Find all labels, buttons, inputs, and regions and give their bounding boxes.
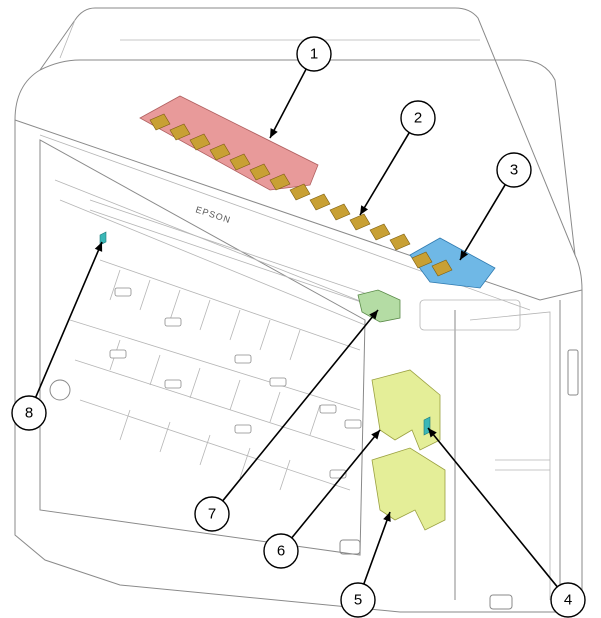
- callout-number: 6: [277, 543, 285, 560]
- arrow-head: [371, 430, 380, 440]
- arrow-head: [369, 310, 378, 320]
- callout-circle: [400, 100, 436, 136]
- callout-8: 8: [11, 241, 103, 431]
- printer-body: EPSON: [14, 7, 583, 613]
- leader-line: [427, 427, 558, 588]
- callout-number: 4: [564, 592, 572, 609]
- leader-line: [459, 184, 506, 261]
- callout-4: 4: [427, 427, 586, 618]
- callout-circle: [263, 533, 299, 569]
- callout-2: 2: [359, 100, 436, 216]
- callout-7: 7: [194, 309, 379, 532]
- callout-number: 5: [354, 592, 362, 609]
- callouts: 1 2 3 4 5 6 7 8: [11, 36, 586, 618]
- leader-line: [359, 132, 410, 216]
- lower-yellow-guide: [371, 447, 446, 531]
- leader-line: [269, 68, 307, 139]
- leader-line: [291, 429, 381, 539]
- callout-circle: [194, 496, 230, 532]
- callout-circle: [550, 582, 586, 618]
- callout-3: 3: [459, 152, 532, 261]
- callout-1: 1: [269, 36, 332, 139]
- callout-number: 1: [310, 46, 318, 63]
- callout-number: 7: [208, 506, 216, 523]
- callout-number: 3: [510, 162, 518, 179]
- blue-roller-assembly: [409, 237, 496, 289]
- callout-number: 2: [414, 110, 422, 127]
- leader-line: [34, 241, 103, 398]
- callout-5: 5: [340, 511, 391, 618]
- green-bracket: [357, 289, 401, 323]
- leader-line: [363, 511, 391, 585]
- callout-circle: [496, 152, 532, 188]
- arrow-head: [460, 250, 469, 260]
- top-roller-row: [289, 183, 411, 251]
- arrow-head: [383, 512, 391, 522]
- callout-circle: [296, 36, 332, 72]
- callout-circle: [11, 395, 47, 431]
- upper-yellow-guide: [371, 369, 441, 451]
- leader-line: [222, 309, 379, 502]
- arrow-head: [94, 242, 103, 252]
- callout-number: 8: [25, 405, 33, 422]
- arrow-head: [360, 205, 369, 215]
- arrow-head: [428, 428, 437, 438]
- left-cyan-sensor: [99, 231, 107, 246]
- cyan-sensor: [423, 416, 431, 436]
- arrow-head: [270, 128, 278, 138]
- callout-circle: [340, 582, 376, 618]
- callout-6: 6: [263, 429, 381, 569]
- red-roller-assembly: [139, 95, 319, 191]
